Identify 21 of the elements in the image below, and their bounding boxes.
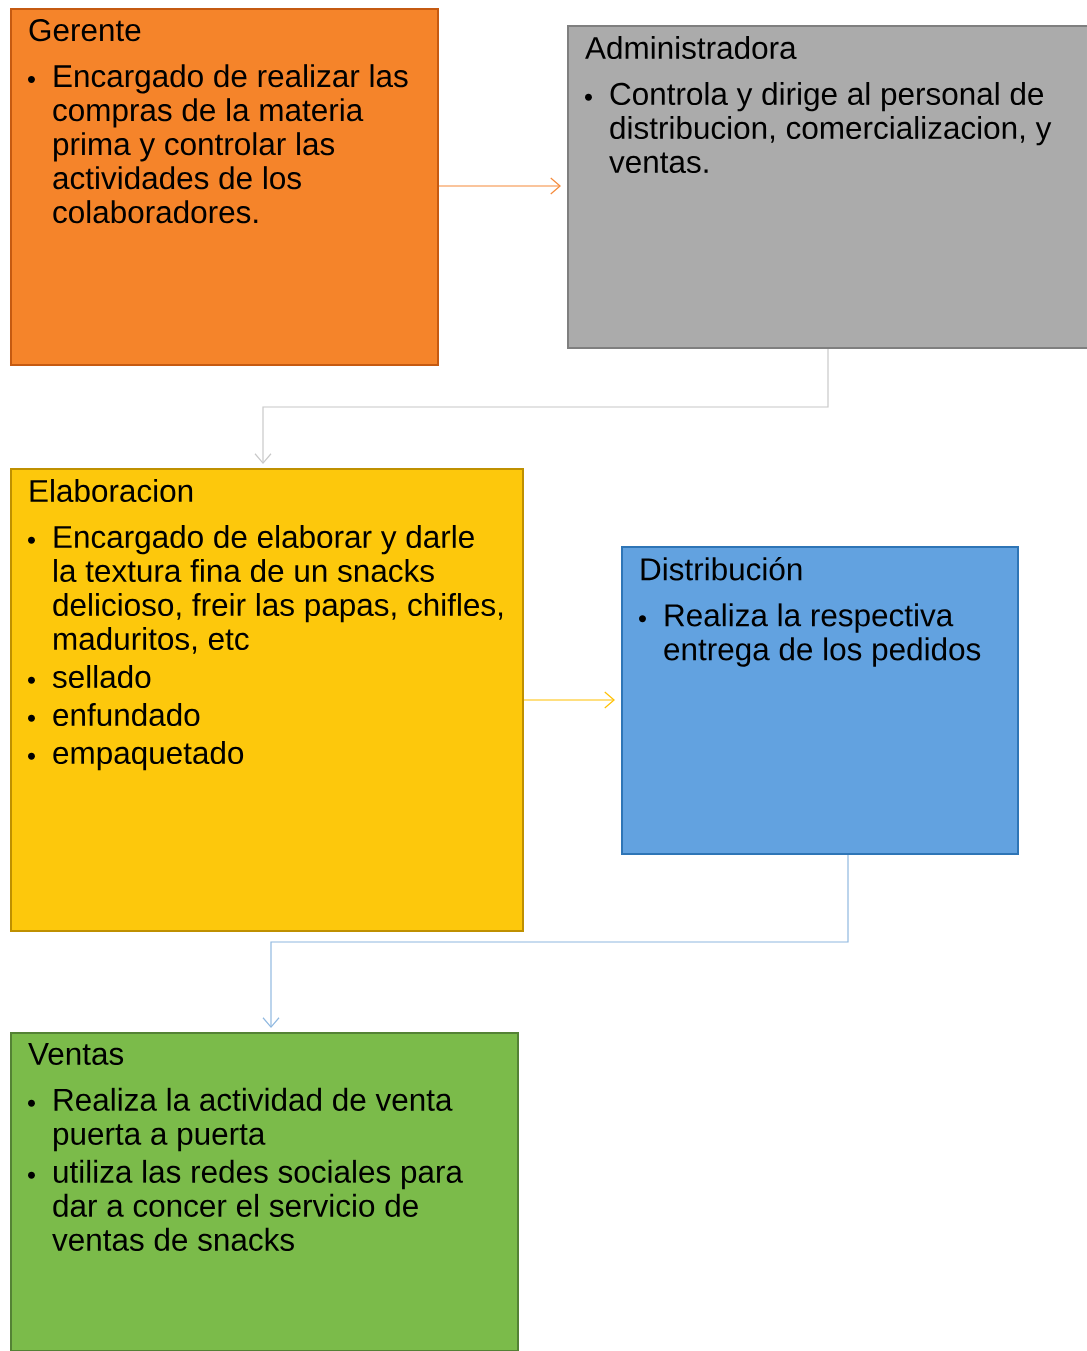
box-heading: Administradora xyxy=(585,36,797,60)
role-box xyxy=(10,8,439,366)
bullet-item: Encargado de realizar las compras de la materia prima y controlar las actividades de los colaboradores. xyxy=(28,64,408,224)
role-box xyxy=(621,546,1019,855)
bullet-item: sellado xyxy=(28,665,151,689)
box-heading: Elaboracion xyxy=(30,479,193,503)
bullet-item: Realiza la respectiva entrega de los pedidos xyxy=(639,603,981,667)
bullet-item: Controla y dirige al personal de distribucion, comercializacion, y ventas. xyxy=(585,82,1052,174)
box-heading: Ventas xyxy=(28,1043,124,1065)
arrow xyxy=(262,854,849,1028)
arrow xyxy=(254,348,829,464)
role-box xyxy=(567,25,1087,349)
arrow xyxy=(438,177,561,195)
box-heading: Distribución xyxy=(641,557,802,581)
role-box xyxy=(10,468,524,932)
bullet-item: utiliza las redes sociales para dar a concer el servicio de ventas de snacks xyxy=(28,1159,463,1251)
bullet-item: empaquetado xyxy=(28,741,244,771)
role-box xyxy=(10,1032,519,1351)
bullet-item: enfundado xyxy=(28,703,200,727)
arrow xyxy=(523,691,615,709)
box-heading: Gerente xyxy=(29,19,141,42)
